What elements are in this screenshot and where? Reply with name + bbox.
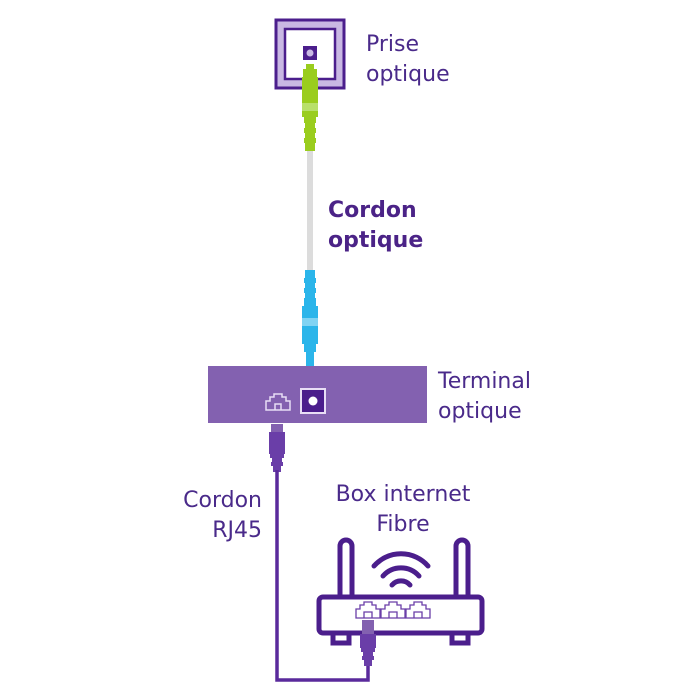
ethernet-port-icon xyxy=(265,393,291,411)
label-line: Terminal xyxy=(438,369,531,394)
label-line: Prise xyxy=(366,32,420,57)
label-prise-optique: Prise optique xyxy=(366,30,450,90)
label-line: Fibre xyxy=(376,512,430,537)
label-terminal-optique: Terminal optique xyxy=(438,367,531,427)
fiber-cable xyxy=(307,150,313,275)
router-icon xyxy=(316,537,485,646)
router-ethernet-ports xyxy=(355,601,431,619)
ethernet-port-icon xyxy=(380,601,406,619)
label-line: optique xyxy=(438,399,522,424)
rj45-cable xyxy=(275,470,370,682)
optical-port-icon xyxy=(300,388,326,414)
label-line: optique xyxy=(328,228,424,253)
label-line: Box internet xyxy=(335,482,471,507)
label-box-internet: Box internet Fibre xyxy=(322,480,484,540)
ethernet-port-icon xyxy=(405,601,431,619)
blue-fiber-connector xyxy=(302,270,318,366)
label-line: Cordon xyxy=(183,488,262,513)
label-cordon-rj45: Cordon RJ45 xyxy=(160,486,262,546)
wifi-icon xyxy=(371,551,431,588)
label-line: RJ45 xyxy=(212,518,262,543)
rj45-connector-top xyxy=(269,424,285,472)
label-line: optique xyxy=(366,62,450,87)
ethernet-port-icon xyxy=(355,601,381,619)
rj45-connector-bottom xyxy=(360,620,376,666)
optical-terminal xyxy=(208,366,427,423)
label-cordon-optique: Cordon optique xyxy=(328,196,423,256)
label-line: Cordon xyxy=(328,198,417,223)
green-fiber-connector xyxy=(302,64,318,151)
